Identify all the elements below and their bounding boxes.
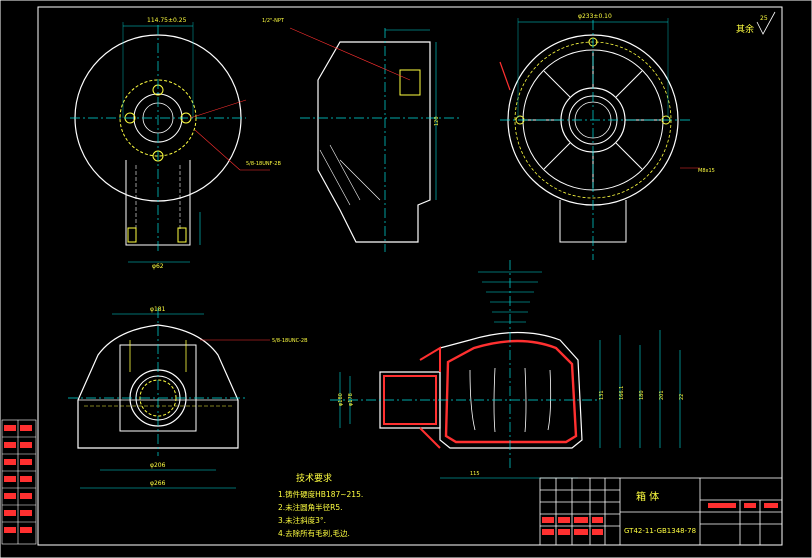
top-right-view bbox=[499, 18, 700, 260]
thread-note-0: 1/2"-NPT bbox=[262, 18, 285, 24]
dim-section-1: 166.1 bbox=[619, 386, 625, 400]
roughness-value: 25 bbox=[760, 15, 768, 22]
title-part-name: 箱 体 bbox=[636, 490, 659, 503]
dim-front-width: φ181 bbox=[150, 306, 166, 313]
dim-section-2: 180 bbox=[639, 390, 645, 400]
roughness-symbol bbox=[756, 11, 776, 35]
tech-req-heading: 技术要求 bbox=[296, 472, 332, 484]
dim-right-diameter: φ233±0.10 bbox=[578, 13, 612, 20]
dim-section-5: 115 bbox=[470, 471, 480, 477]
left-margin-table bbox=[1, 419, 37, 545]
dim-front-base-a: φ206 bbox=[150, 462, 166, 469]
title-block bbox=[539, 477, 783, 546]
thread-note-3: M8x15 bbox=[698, 168, 715, 174]
title-block-marks bbox=[542, 503, 778, 535]
left-margin-marks bbox=[4, 425, 32, 533]
thread-note-2: 5/8-18UNC-2B bbox=[272, 338, 308, 344]
thread-note-1: 5/8-18UNF-2B bbox=[246, 161, 281, 167]
dim-side-height: 120 bbox=[434, 116, 440, 126]
tech-req-item-2: 3.未注斜度3°. bbox=[278, 515, 326, 525]
dim-section-3: 201 bbox=[659, 390, 665, 400]
tech-req-item-1: 2.未注圆角半径R5. bbox=[278, 502, 343, 512]
top-left-view bbox=[70, 22, 270, 263]
dim-section-0: 131 bbox=[599, 390, 605, 400]
dim-flange-width: φ62 bbox=[152, 263, 164, 270]
dim-section-4: 22 bbox=[679, 394, 685, 400]
drawing-frame bbox=[37, 6, 783, 546]
title-drawing-no: GT42-11-GB1348-78 bbox=[624, 527, 696, 535]
roughness-note: 其余 bbox=[736, 23, 754, 35]
dim-section-bore-b: φ178 bbox=[348, 393, 354, 406]
tech-req-item-3: 4.去除所有毛刺,毛边. bbox=[278, 528, 350, 538]
tech-req-item-0: 1.铸件硬度HB187~215. bbox=[278, 489, 363, 499]
bottom-left-view bbox=[68, 308, 270, 489]
section-view bbox=[330, 260, 681, 479]
top-middle-view bbox=[289, 27, 460, 252]
dim-front-base-b: φ266 bbox=[150, 480, 166, 487]
dim-top-width: 114.75±0.25 bbox=[147, 17, 187, 24]
dim-section-bore: φ180 bbox=[338, 393, 344, 406]
